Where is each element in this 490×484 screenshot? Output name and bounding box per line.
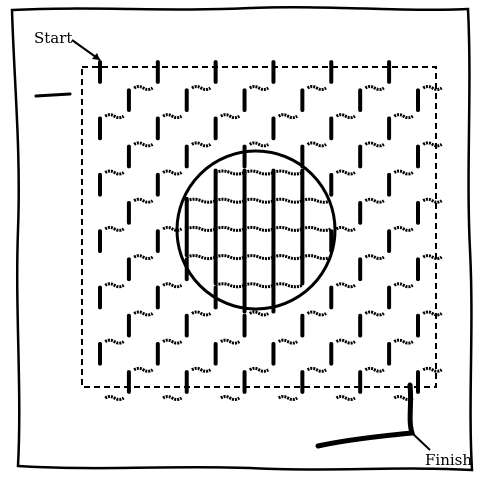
lead-in-stitch (36, 94, 70, 96)
start-label: Start (34, 31, 72, 46)
fabric-outline (12, 7, 472, 470)
finish-label: Finish (425, 453, 472, 468)
